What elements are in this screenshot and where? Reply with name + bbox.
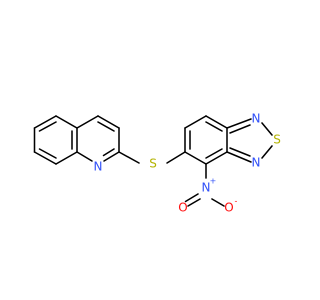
bond-thiadiazole-top-ns: [261, 122, 273, 136]
bond-thiadiazole-bottom-nc-b: [229, 147, 251, 157]
bond-quinoline-pyridine-1: [76, 115, 99, 129]
atom-label-layer: N S N S N N + O O -: [94, 112, 281, 215]
bond-quinoline-benzo-6: [33, 115, 57, 129]
bond-quinoline-pyridine-2b: [97, 121, 115, 132]
bond-benzothiadiazole-benzene-6: [184, 151, 207, 165]
atom-label-thioether-sulfur: S: [149, 157, 157, 171]
bond-nitro-to-left-oxygen: [187, 198, 201, 207]
canvas-background: [0, 0, 300, 300]
atom-label-thiadiazole-bottom-nitrogen: N: [252, 156, 261, 170]
bond-thiadiazole-bottom-sn: [261, 145, 273, 159]
bond-benzothiadiazole-benzene-5: [205, 151, 228, 165]
bond-quinoline-pyridine-4b: [102, 148, 115, 157]
atom-label-nitro-nitrogen: N: [202, 181, 211, 195]
bond-quinoline-to-sulfur: [118, 151, 140, 164]
bond-layer: [33, 115, 273, 207]
atom-label-nitro-right-oxygen: O: [224, 201, 233, 215]
bond-benzothiadiazole-benzene-3b: [205, 121, 223, 132]
bond-quinoline-pyridine-4: [103, 151, 120, 162]
bond-benzothiadiazole-benzene-5b: [205, 148, 223, 159]
molecule-structure: N S N S N N + O O -: [0, 0, 300, 300]
bond-quinoline-benzo-2b: [38, 148, 57, 159]
bond-quinoline-benzo-3: [55, 151, 78, 165]
atom-label-nitro-left-oxygen: O: [178, 201, 187, 215]
bond-benzothiadiazole-benzene-2: [184, 115, 207, 129]
atom-label-thiadiazole-sulfur: S: [273, 133, 281, 147]
bond-quinoline-pyridine-5: [76, 151, 93, 162]
atom-label-quinoline-nitrogen: N: [94, 160, 103, 174]
bond-sulfur-to-benzothiadiazole: [166, 151, 186, 164]
bond-thiadiazole-bottom-nc: [226, 151, 252, 163]
bond-benzothiadiazole-benzene-3: [205, 115, 228, 129]
bond-quinoline-pyridine-2: [97, 115, 120, 129]
atom-charge-nitro-nitrogen: +: [210, 177, 217, 186]
atom-charge-nitro-right-oxygen: -: [235, 197, 238, 206]
atom-label-thiadiazole-top-nitrogen: N: [252, 112, 261, 126]
bond-thiadiazole-top-cn: [226, 118, 252, 129]
bond-nitro-to-right-oxygen: [211, 198, 225, 207]
bond-nitro-to-left-oxygen-b: [184, 193, 199, 203]
bond-thiadiazole-top-cn-b: [229, 124, 251, 134]
bond-quinoline-benzo-6b: [38, 121, 57, 132]
bond-quinoline-benzo-2: [33, 151, 57, 165]
bond-quinoline-benzo-5: [55, 115, 78, 129]
